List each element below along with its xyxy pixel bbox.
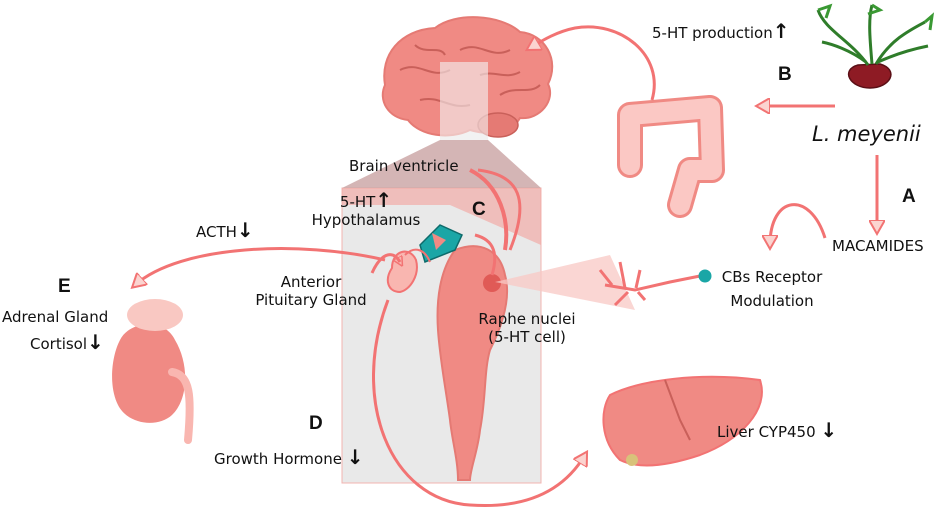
panel-letter-b: B — [778, 64, 792, 85]
arrow-macamides-to-cbs — [770, 203, 827, 245]
arrow-ventricle-to-raphe — [477, 168, 522, 251]
label-growth-hormone: Growth Hormone ↓ — [214, 445, 364, 469]
panel-letter-d: D — [309, 413, 323, 434]
ventricle-band — [342, 188, 541, 245]
arrow-pituitary-to-adrenal — [135, 247, 386, 285]
panel-letter-a: A — [902, 186, 916, 207]
liver-icon — [602, 375, 763, 467]
arrow-pituitary-to-liver — [372, 299, 585, 508]
panel-letter-e: E — [58, 276, 71, 297]
brainstem-icon — [436, 168, 509, 481]
label-ht-hypothalamus: 5-HT↑ Hypothalamus — [311, 188, 421, 229]
neuron-icon — [598, 261, 712, 307]
label-adrenal-gland: Adrenal Gland — [2, 308, 109, 326]
label-ht-production: 5-HT production↑ — [652, 19, 790, 43]
pituitary-arrow — [370, 253, 400, 274]
label-acth: ACTH↓ — [196, 218, 254, 242]
beetroot-icon — [816, 3, 935, 89]
label-anterior-pituitary: Anterior Pituitary Gland — [255, 273, 367, 309]
arrow-gut-to-brain — [530, 25, 656, 101]
label-cbs-modulation: CBs Receptor Modulation — [721, 268, 823, 310]
species-name: L. meyenii — [812, 122, 921, 146]
neuron-cone — [495, 255, 635, 310]
zoom-connector — [342, 140, 541, 188]
panel-letter-c: C — [472, 199, 486, 220]
label-cortisol: Cortisol↓ — [30, 330, 104, 354]
label-raphe-nuclei: Raphe nuclei (5-HT cell) — [478, 310, 576, 346]
label-liver-cyp450: Liver CYP450 ↓ — [717, 418, 838, 442]
label-brain-ventricle: Brain ventricle — [349, 157, 459, 175]
kidney-icon — [112, 299, 194, 444]
label-macamides: MACAMIDES — [832, 237, 924, 255]
brain-icon — [381, 16, 554, 140]
